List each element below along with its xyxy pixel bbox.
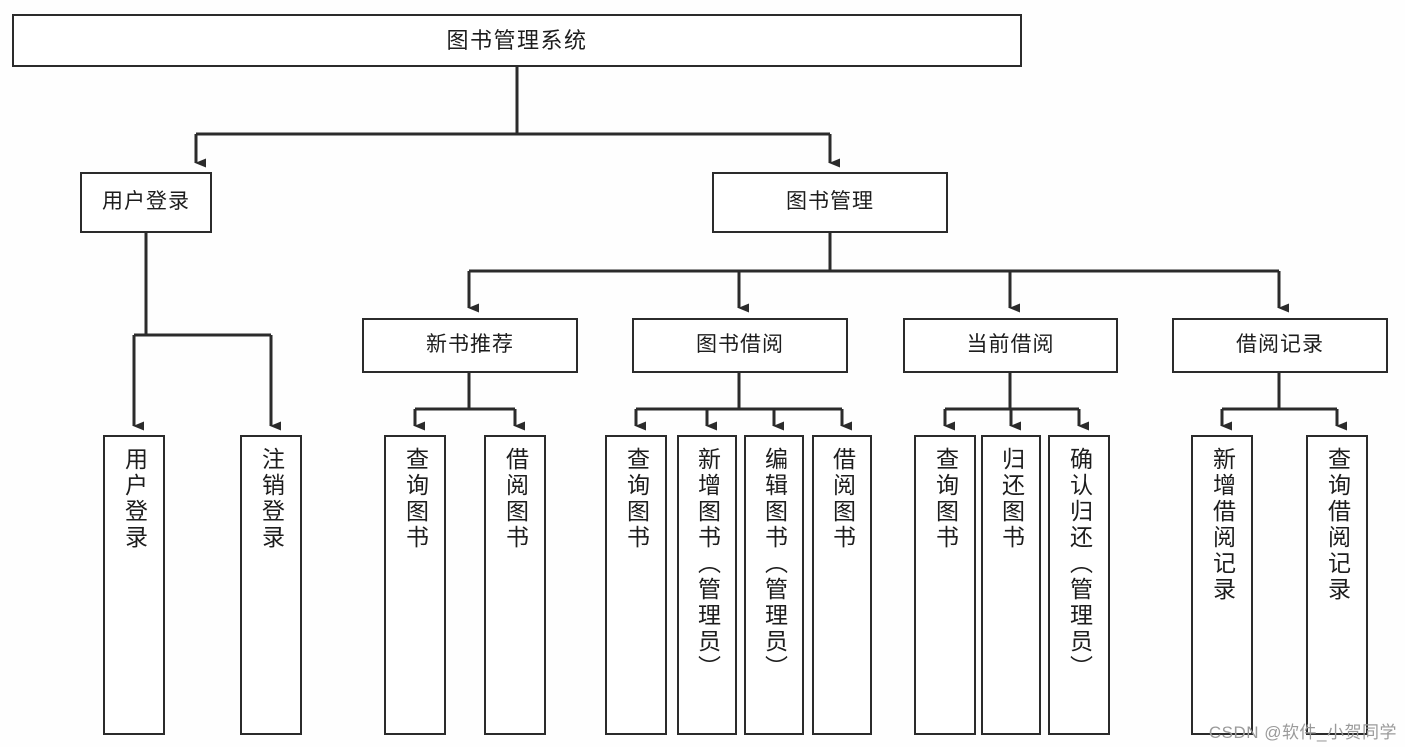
leaf-borrow-books[interactable]: 借阅图书 — [812, 435, 872, 735]
leaf-search-books-current[interactable]: 查询图书 — [914, 435, 976, 735]
node-label: 确认归还（管理员） — [1066, 447, 1093, 681]
leaf-user-login[interactable]: 用户登录 — [103, 435, 165, 735]
node-book-management[interactable]: 图书管理 — [712, 172, 948, 233]
node-label: 归还图书 — [998, 447, 1025, 551]
node-label: 编辑图书（管理员） — [761, 447, 788, 681]
node-label: 用户登录 — [121, 447, 148, 551]
node-user-login[interactable]: 用户登录 — [80, 172, 212, 233]
leaf-return-books[interactable]: 归还图书 — [981, 435, 1041, 735]
leaf-search-borrow-record[interactable]: 查询借阅记录 — [1306, 435, 1368, 735]
node-label: 借阅记录 — [1236, 333, 1324, 357]
node-root-book-management-system[interactable]: 图书管理系统 — [12, 14, 1022, 67]
leaf-search-books[interactable]: 查询图书 — [605, 435, 667, 735]
leaf-confirm-return-admin[interactable]: 确认归还（管理员） — [1048, 435, 1110, 735]
node-current-borrowing[interactable]: 当前借阅 — [903, 318, 1118, 373]
leaf-add-borrow-record[interactable]: 新增借阅记录 — [1191, 435, 1253, 735]
leaf-logout[interactable]: 注销登录 — [240, 435, 302, 735]
node-label: 图书管理系统 — [446, 27, 588, 53]
leaf-add-book-admin[interactable]: 新增图书（管理员） — [677, 435, 737, 735]
node-label: 借阅图书 — [502, 447, 529, 551]
leaf-borrow-books-new[interactable]: 借阅图书 — [484, 435, 546, 735]
node-label: 查询图书 — [932, 447, 959, 551]
node-label: 注销登录 — [258, 447, 285, 551]
node-label: 查询图书 — [402, 447, 429, 551]
node-new-book-recommendation[interactable]: 新书推荐 — [362, 318, 578, 373]
leaf-edit-book-admin[interactable]: 编辑图书（管理员） — [744, 435, 804, 735]
watermark-text: CSDN @软件_小贺同学 — [1208, 723, 1397, 742]
node-label: 新书推荐 — [426, 333, 514, 357]
node-label: 借阅图书 — [829, 447, 856, 551]
node-label: 图书管理 — [786, 190, 874, 214]
node-label: 当前借阅 — [966, 333, 1055, 357]
leaf-search-books-new[interactable]: 查询图书 — [384, 435, 446, 735]
node-label: 查询图书 — [623, 447, 650, 551]
node-book-borrowing[interactable]: 图书借阅 — [632, 318, 848, 373]
node-label: 用户登录 — [102, 190, 190, 214]
node-label: 查询借阅记录 — [1324, 447, 1351, 603]
node-label: 新增借阅记录 — [1209, 447, 1236, 603]
node-label: 图书借阅 — [696, 333, 784, 357]
node-label: 新增图书（管理员） — [694, 447, 721, 681]
node-borrow-records[interactable]: 借阅记录 — [1172, 318, 1388, 373]
